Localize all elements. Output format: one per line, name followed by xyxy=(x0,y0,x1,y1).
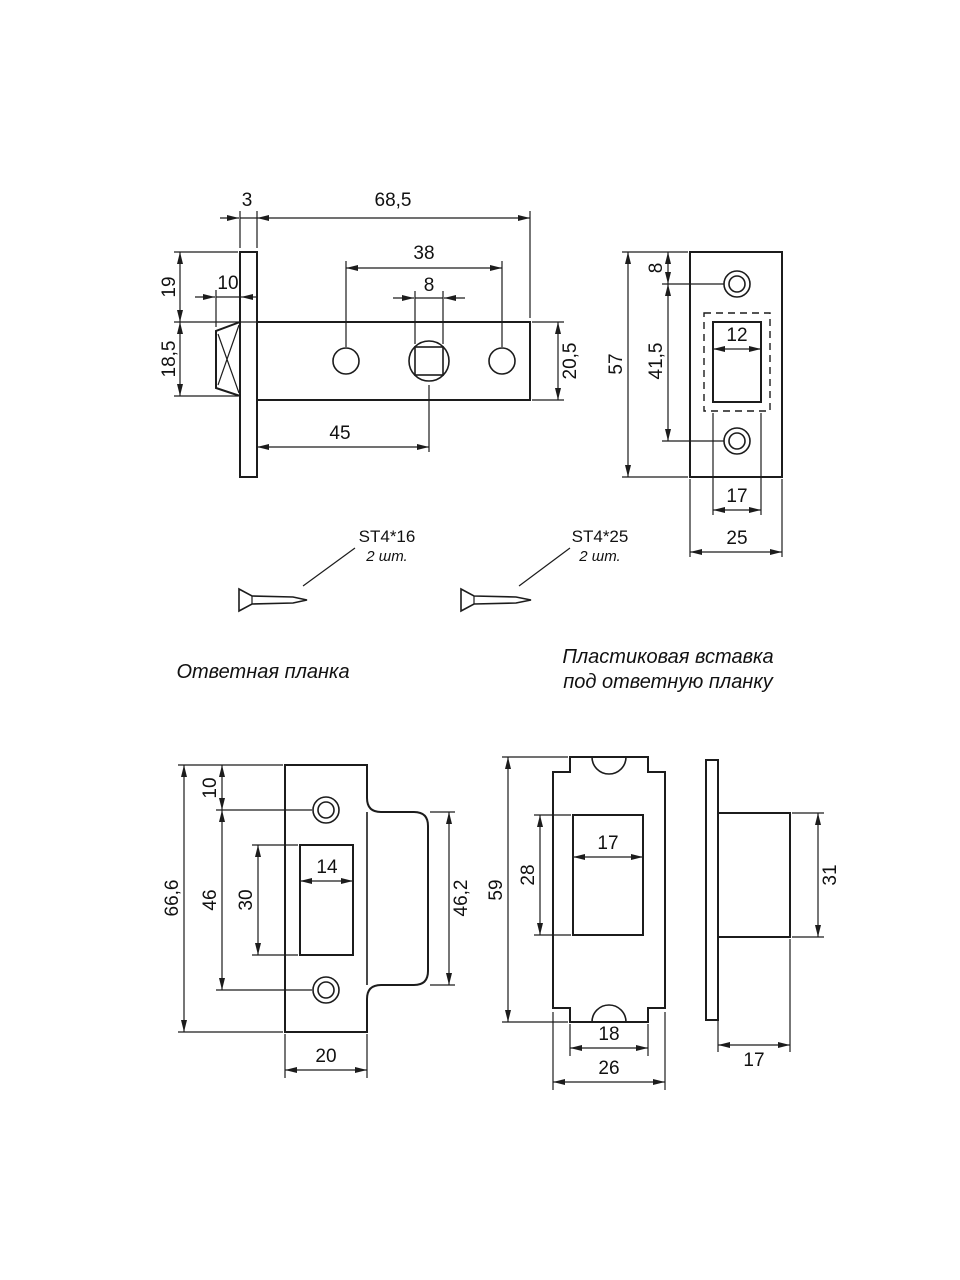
dim-strike-height: 66,6 xyxy=(162,880,183,917)
dim-plate-hole-offset: 8 xyxy=(646,263,667,274)
insert-opening xyxy=(572,814,644,936)
insert-front-outline xyxy=(552,756,666,1023)
insert-title-line1: Пластиковая вставка xyxy=(562,646,773,668)
strike-plate-view: 10 46 66,6 30 14 46,2 20 xyxy=(162,764,472,1078)
latch-hole-right xyxy=(488,347,516,375)
faceplate-bolt-opening xyxy=(712,321,762,403)
latch-hole-left xyxy=(332,347,360,375)
strike-screw-hole-top xyxy=(312,796,340,824)
dim-strike-hole-offset: 10 xyxy=(200,777,221,798)
dim-strike-lip-height: 46,2 xyxy=(451,880,472,917)
screw2-leader-line xyxy=(518,547,571,587)
dim-bolt-throw: 10 xyxy=(217,273,238,294)
screw2-qty: 2 шт. xyxy=(578,548,620,565)
dim-insert-depth: 31 xyxy=(820,864,841,885)
dim-opening-outer: 17 xyxy=(726,486,747,507)
dim-hole-spacing: 38 xyxy=(413,243,434,264)
screw1-label: ST4*16 xyxy=(359,527,416,546)
screw1-leader-line xyxy=(302,547,356,587)
dim-strike-hole-spacing: 46 xyxy=(200,889,221,910)
dim-insert-height: 59 xyxy=(486,879,507,900)
dim-body-length: 68,5 xyxy=(375,190,412,211)
dim-insert-outer-width: 26 xyxy=(598,1058,619,1079)
dim-strike-width: 20 xyxy=(315,1046,336,1067)
screw-st4x25: ST4*25 2 шт. xyxy=(460,527,629,613)
spindle-square xyxy=(414,346,444,376)
insert-title-line2: под ответную планку xyxy=(563,671,774,693)
dim-opening-width: 12 xyxy=(726,325,747,346)
insert-flange xyxy=(705,759,719,1021)
dim-bolt-height: 18,5 xyxy=(159,341,180,378)
screw2-label: ST4*25 xyxy=(572,527,629,546)
insert-front-view: 59 28 17 18 26 xyxy=(486,756,666,1090)
dim-body-height: 20,5 xyxy=(560,343,581,380)
latch-side-view: 3 68,5 38 8 10 19 18,5 45 xyxy=(159,190,581,478)
dim-plate-height: 57 xyxy=(606,353,627,374)
dim-strike-opening-height: 30 xyxy=(236,889,257,910)
dim-insert-opening-width: 17 xyxy=(597,833,618,854)
dim-plate-width: 25 xyxy=(726,528,747,549)
faceplate-screw-hole-bottom xyxy=(723,427,751,455)
screw-st4x16-drawing xyxy=(238,587,308,613)
insert-bottom-boss xyxy=(591,1004,627,1023)
dim-plate-hole-spacing: 41,5 xyxy=(646,343,667,380)
latch-body-outline xyxy=(256,321,531,401)
latch-bolt xyxy=(215,320,241,398)
faceplate-dashed-opening xyxy=(703,312,771,412)
dim-insert-body-depth: 17 xyxy=(743,1050,764,1071)
dim-spindle-size: 8 xyxy=(424,275,435,296)
faceplate-front-view: 8 41,5 57 12 17 25 xyxy=(606,251,783,557)
latch-faceplate-edge xyxy=(239,251,258,478)
strike-screw-hole-bottom xyxy=(312,976,340,1004)
faceplate-outline xyxy=(689,251,783,478)
insert-body xyxy=(717,812,791,938)
screw-st4x25-drawing xyxy=(460,587,532,613)
screw-st4x16: ST4*16 2 шт. xyxy=(238,527,416,613)
dim-backset: 45 xyxy=(329,423,350,444)
dim-insert-body-width: 18 xyxy=(598,1024,619,1045)
faceplate-screw-hole-top xyxy=(723,270,751,298)
insert-top-boss xyxy=(591,756,627,775)
strike-plate-title: Ответная планка xyxy=(176,661,349,683)
strike-opening xyxy=(299,844,354,956)
strike-plate-outline xyxy=(284,764,429,1033)
spindle-circle xyxy=(408,340,450,382)
screw1-qty: 2 шт. xyxy=(365,548,407,565)
dim-insert-opening-height: 28 xyxy=(518,864,539,885)
insert-side-view: 31 17 xyxy=(705,759,841,1071)
dim-faceplate-thickness: 3 xyxy=(242,190,253,211)
dim-top-offset: 19 xyxy=(159,276,180,297)
dim-strike-opening-width: 14 xyxy=(316,857,338,878)
